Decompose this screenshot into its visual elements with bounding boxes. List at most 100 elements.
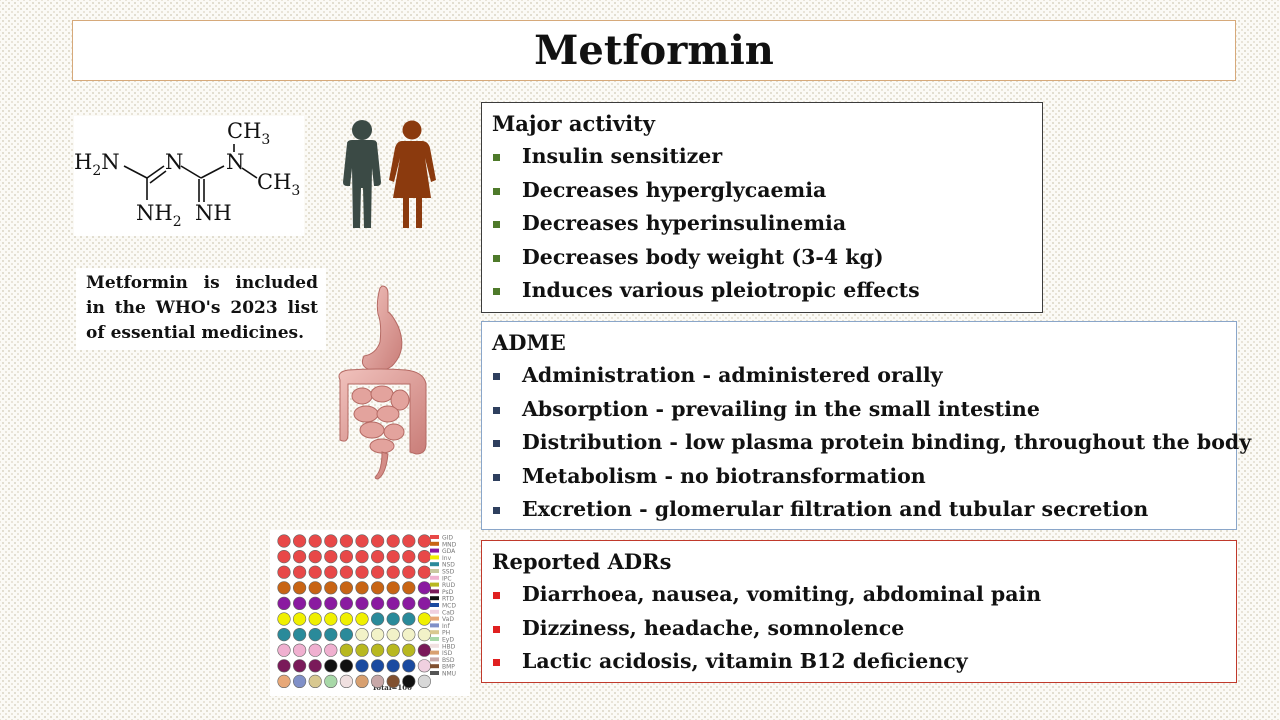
dot-mark [370,596,385,610]
dot-mark [277,549,291,564]
list-item: Induces various pleiotropic effects [492,274,1032,308]
legend-swatch [430,637,439,641]
dot-mark [417,534,431,548]
dot-mark [402,581,416,595]
dot-mark [417,627,431,642]
bullet-icon [493,373,500,380]
label-ch3-right: CH3 [257,170,300,199]
dot-mark [308,627,322,642]
dot-mark [402,612,416,626]
dot-mark [370,534,385,548]
legend-swatch [430,596,439,601]
bullet-icon [493,625,500,633]
dot-mark [417,596,431,610]
legend-label: GDA [442,548,456,555]
list-item: Distribution - low plasma protein bindin… [492,426,1251,460]
dot-mark [277,643,291,657]
reported-adrs-heading: Reported ADRs [492,549,672,574]
dot-mark [292,565,307,579]
dot-mark [386,627,400,642]
dot-mark [324,596,338,610]
legend-swatch [430,603,439,607]
legend-swatch [430,623,439,628]
dot-mark [277,596,291,610]
dot-mark [339,581,353,595]
legend-label: BSD [442,657,455,664]
dot-mark [339,612,353,626]
legend-swatch [430,541,439,546]
legend-label: CaD [442,609,455,616]
dot-mark [370,659,385,673]
dot-mark [417,612,431,626]
adme-list: Administration - administered orally Abs… [492,359,1251,527]
dot-mark [402,596,416,610]
list-item: Lactic acidosis, vitamin B12 deficiency [492,645,1226,679]
label-nh: NH [195,201,232,225]
label-nh2: NH2 [136,201,182,230]
metformin-structure: H2N N N CH3 CH3 NH2 NH [74,116,304,236]
major-activity-panel: Major activity Insulin sensitizer Decrea… [481,102,1043,313]
list-item: Dizziness, headache, somnolence [492,612,1226,646]
dot-mark [417,659,431,673]
legend-label: HBD [442,643,456,650]
legend-label: Inv [442,555,452,562]
legend-label: VaD [442,616,454,623]
list-item: Metabolism - no biotransformation [492,460,1226,494]
dot-mark [402,659,416,673]
dot-mark [324,674,338,688]
page-title: Metformin [534,27,774,74]
list-item: Insulin sensitizer [492,140,1032,174]
legend-swatch [430,589,439,594]
legend-swatch [430,630,439,635]
legend-label: ISD [442,650,453,657]
label-ch3-top: CH3 [227,119,270,148]
dot-mark [339,565,353,579]
dot-mark [402,549,416,564]
dot-mark [402,534,416,548]
dot-mark [277,581,291,595]
dot-mark [308,596,322,610]
dot-mark [402,565,416,579]
dot-mark [339,659,353,673]
dot-mark [308,674,322,688]
dot-mark [292,627,307,642]
dot-mark [355,565,369,579]
dot-mark [292,659,307,673]
bullet-icon [493,507,500,514]
dot-mark [402,643,416,657]
dot-mark [417,674,431,688]
dot-mark [324,643,338,657]
dot-mark [277,612,291,626]
dot-mark [339,534,353,548]
dot-mark [386,643,400,657]
dot-mark [370,643,385,657]
dot-mark [355,581,369,595]
bullet-icon [493,254,500,262]
dot-mark [308,659,322,673]
dot-mark [370,612,385,626]
dot-mark [370,627,385,642]
legend-swatch [430,569,439,573]
legend-swatch [430,650,439,655]
major-activity-heading: Major activity [492,111,655,136]
list-item: Diarrhoea, nausea, vomiting, abdominal p… [492,578,1226,612]
legend-swatch [430,657,439,662]
legend-label: PH [442,630,450,637]
bullet-icon [493,659,500,666]
dot-mark [386,534,400,548]
dot-mark [386,596,400,610]
legend-swatch [430,643,439,648]
dot-mark [308,612,322,626]
dot-mark [370,581,385,595]
dot-mark [292,549,307,564]
dot-mark [277,534,291,548]
legend-swatch [430,548,439,553]
dot-mark [386,549,400,564]
legend-label: Inf [442,623,451,630]
dot-mark [308,643,322,657]
bullet-icon [493,440,500,447]
dot-mark [308,549,322,564]
dot-mark [402,674,416,688]
legend-label: RTD [442,596,454,603]
bullet-icon [493,592,500,599]
